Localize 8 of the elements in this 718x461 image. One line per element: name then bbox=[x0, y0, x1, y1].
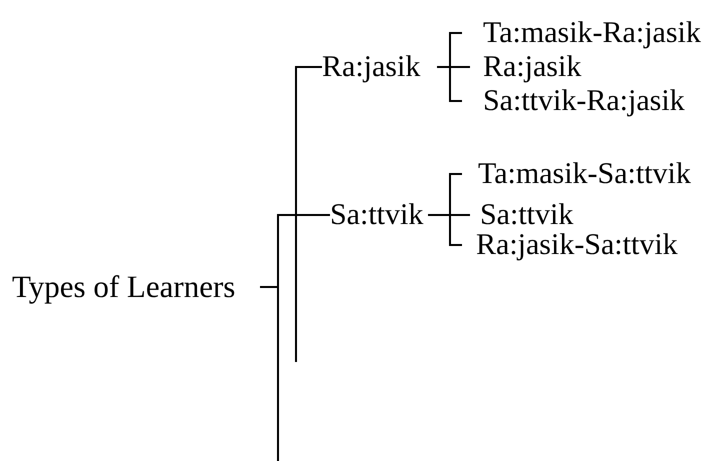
branch-label: Ta:masik-Ra:jasik bbox=[462, 16, 701, 50]
branch-label: Sa:ttvik-Ra:jasik bbox=[462, 84, 685, 118]
branch-label: Ra:jasik bbox=[322, 50, 437, 84]
connector-line bbox=[260, 214, 330, 288]
branch-label: Sa:ttvik bbox=[330, 198, 428, 232]
root-label: Types of Learners bbox=[12, 269, 260, 305]
branch-label: Ta:masik-Sa:ttvik bbox=[462, 156, 691, 192]
branch-label: Ra:jasik bbox=[470, 50, 582, 84]
